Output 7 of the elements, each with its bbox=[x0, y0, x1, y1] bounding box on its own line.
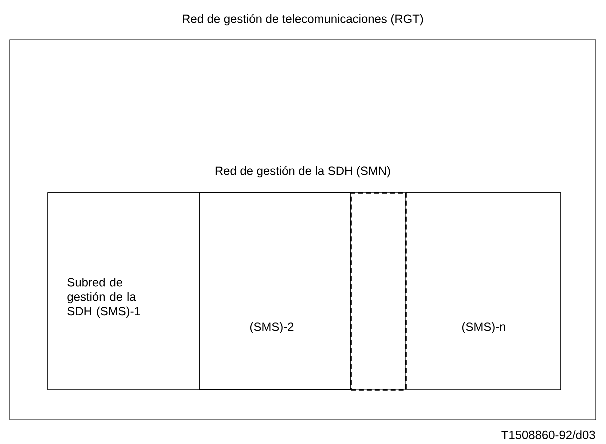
box-heading: (SMS)-n bbox=[462, 322, 506, 334]
dashed-box bbox=[350, 192, 407, 391]
box-heading: (SMS)-2 bbox=[250, 322, 294, 334]
box-heading: Subred de gestión de la SDH (SMS)-1 bbox=[68, 278, 140, 318]
figure-code: T1508860-92/d03 bbox=[502, 430, 596, 440]
box-heading: Red de gestión de la SDH (SMN) bbox=[216, 166, 390, 178]
box-heading: Red de gestión de telecomunicaciones (RGT) bbox=[183, 14, 424, 26]
